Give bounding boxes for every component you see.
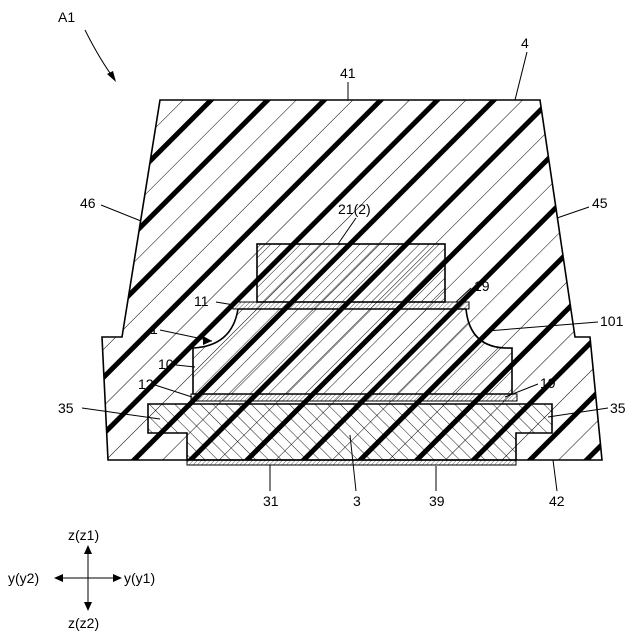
figure-title: A1 <box>58 9 75 25</box>
axis-label-y-right: y(y1) <box>124 570 155 586</box>
label-31: 31 <box>263 493 279 509</box>
label-12: 12 <box>138 376 154 392</box>
arrow-down-icon <box>84 602 92 611</box>
label-21: 21(2) <box>338 201 371 217</box>
coordinate-axes: z(z1) z(z2) y(y2) y(y1) <box>8 527 155 631</box>
leader-42 <box>553 460 557 491</box>
label-101: 101 <box>600 313 624 329</box>
label-11: 11 <box>194 293 209 309</box>
axis-label-z-down: z(z2) <box>68 615 99 631</box>
label-42: 42 <box>549 493 565 509</box>
label-19-bottom: 19 <box>540 375 556 391</box>
bonding-layer-19-bottom <box>191 394 517 401</box>
leader-4 <box>515 52 527 100</box>
arrow-right-icon <box>113 574 122 582</box>
label-46: 46 <box>80 195 96 211</box>
label-19-top: 19 <box>474 278 490 294</box>
arrow-up-icon <box>84 545 92 554</box>
label-41: 41 <box>340 65 356 81</box>
bonding-layer-19-top <box>233 302 469 309</box>
lead-3 <box>148 404 552 460</box>
semiconductor-chip-1 <box>193 309 512 394</box>
label-45: 45 <box>592 195 608 211</box>
label-35-right: 35 <box>610 400 626 416</box>
plating-layer-39 <box>187 460 516 465</box>
conductive-member-21 <box>257 244 445 302</box>
axis-label-y-left: y(y2) <box>8 570 39 586</box>
label-10: 10 <box>158 356 174 372</box>
arrow-left-icon <box>54 574 63 582</box>
axis-label-z-up: z(z1) <box>68 527 99 543</box>
label-4: 4 <box>521 35 529 51</box>
label-1: 1 <box>150 321 158 337</box>
label-3: 3 <box>353 493 361 509</box>
title-arrowhead-icon <box>107 71 116 82</box>
leader-46 <box>101 205 141 221</box>
leader-45 <box>557 207 589 218</box>
label-35-left: 35 <box>58 400 74 416</box>
label-39: 39 <box>429 493 445 509</box>
